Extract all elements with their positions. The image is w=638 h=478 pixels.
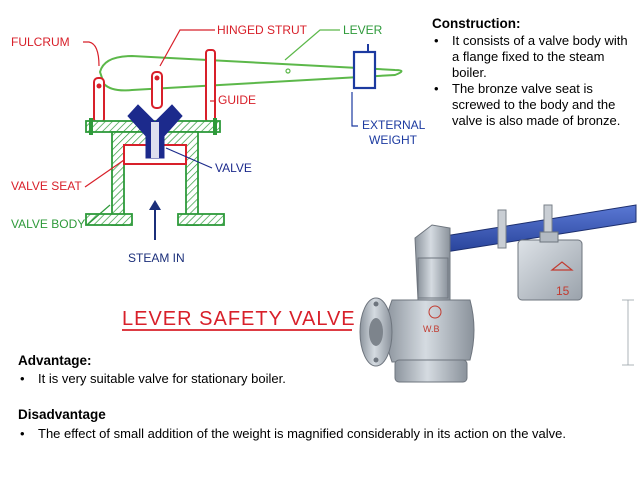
label-fulcrum: FULCRUM: [11, 35, 70, 49]
advantage-list: It is very suitable valve for stationary…: [18, 371, 348, 387]
hinged-strut: [151, 71, 163, 109]
valve: [127, 104, 183, 159]
pivot-point: [285, 68, 291, 74]
label-valve-body: VALVE BODY: [11, 217, 85, 231]
diagram-labels: FULCRUM HINGED STRUT LEVER GUIDE EXTERNA…: [11, 23, 426, 265]
label-valve: VALVE: [215, 161, 252, 175]
label-external-weight-line1: EXTERNAL: [362, 118, 426, 132]
label-lever: LEVER: [343, 23, 383, 37]
disadvantage-bullet: The effect of small addition of the weig…: [18, 425, 588, 442]
steam-in-arrow: [149, 200, 161, 240]
label-steam-in: STEAM IN: [128, 251, 185, 265]
advantage-section: Advantage: It is very suitable valve for…: [18, 353, 348, 387]
construction-heading: Construction:: [432, 16, 521, 31]
dimension-marks: [622, 299, 634, 366]
disadvantage-section: Disadvantage The effect of small additio…: [18, 406, 588, 442]
construction-list: It consists of a valve body with a flang…: [432, 33, 632, 129]
label-hinged-strut: HINGED STRUT: [217, 23, 308, 37]
construction-bullet: The bronze valve seat is screwed to the …: [432, 81, 632, 129]
advantage-heading: Advantage:: [18, 353, 92, 368]
photo-weight-marking: 15: [556, 284, 570, 298]
fulcrum-pin: [93, 77, 105, 124]
construction-section: Construction: It consists of a valve bod…: [432, 16, 632, 129]
leader-lines: [83, 29, 358, 226]
label-guide: GUIDE: [218, 93, 256, 107]
diagram-title: LEVER SAFETY VALVE: [122, 308, 356, 330]
guide-bar: [205, 49, 216, 123]
disadvantage-list: The effect of small addition of the weig…: [18, 425, 588, 442]
label-valve-seat: VALVE SEAT: [11, 179, 82, 193]
label-external-weight-line2: WEIGHT: [369, 133, 418, 147]
lever: [98, 54, 403, 92]
photo-body-marking: W.B: [423, 324, 440, 334]
valve-photo: 15 W.B: [359, 204, 637, 383]
external-weight: [352, 44, 377, 90]
disadvantage-heading: Disadvantage: [18, 407, 106, 422]
advantage-bullet: It is very suitable valve for stationary…: [18, 371, 348, 387]
construction-bullet: It consists of a valve body with a flang…: [432, 33, 632, 81]
